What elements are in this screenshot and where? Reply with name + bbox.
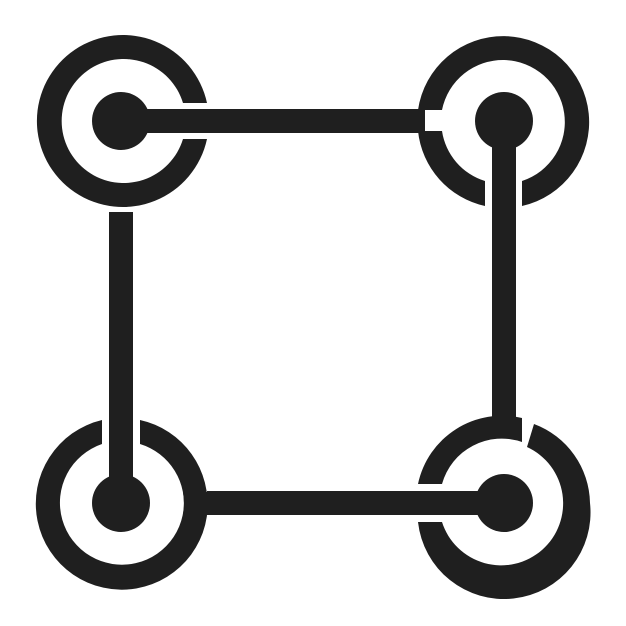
edge-right	[492, 140, 516, 418]
node-ring-bottom-right	[418, 415, 522, 484]
node-bottom-left	[35, 420, 208, 590]
node-ring-bottom-left	[35, 420, 208, 590]
edge-left	[109, 212, 133, 498]
node-dot-bottom-left	[92, 474, 150, 532]
node-top-right	[418, 36, 590, 206]
node-dot-top-right	[475, 92, 533, 150]
node-ring-bottom-left-tail	[140, 420, 208, 514]
node-top-left	[36, 35, 207, 208]
node-dot-bottom-right	[475, 474, 533, 532]
node-ring-bottom-right-tail	[418, 424, 591, 600]
node-ring-top-right-tail	[418, 131, 485, 206]
edge-top	[140, 109, 425, 133]
node-dot-top-left	[92, 92, 150, 150]
node-bottom-right	[418, 415, 591, 600]
edge-bottom	[207, 491, 492, 515]
